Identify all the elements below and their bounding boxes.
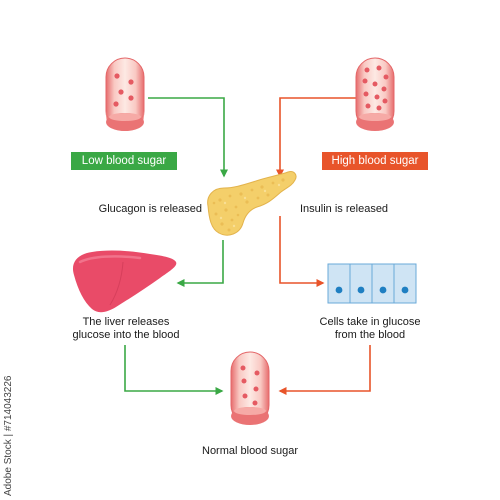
low-blood-sugar-badge-bg [71, 152, 177, 170]
blood-vessel-icon [105, 57, 145, 131]
arrow-low-to-pancreas [148, 97, 228, 178]
arrow-pancreas-to-cells [279, 216, 325, 287]
stock-watermark: Adobe Stock | #714043226 [3, 375, 14, 496]
pancreas-icon [207, 171, 297, 236]
arrow-liver-to-normal [124, 345, 224, 395]
blood-vessel-icon [355, 57, 395, 131]
cells-caption-line1: Cells take in glucose [319, 316, 421, 328]
glucagon-label: Glucagon is released [98, 203, 202, 215]
high-blood-sugar-badge-bg [322, 152, 428, 170]
cells-caption-line2: from the blood [334, 329, 406, 341]
liver-caption-line2: glucose into the blood [72, 329, 180, 341]
arrow-pancreas-to-liver [176, 240, 224, 287]
arrow-high-to-pancreas [276, 97, 356, 178]
normal-blood-sugar-label: Normal blood sugar [202, 445, 298, 457]
liver-caption-line1: The liver releases [82, 316, 170, 328]
insulin-label: Insulin is released [300, 203, 389, 215]
liver-caption: The liver releases glucose into the bloo… [56, 316, 196, 342]
cells-caption: Cells take in glucose from the blood [302, 316, 438, 342]
arrow-cells-to-normal [278, 345, 371, 395]
cells-icon [327, 263, 417, 304]
low-blood-sugar-badge: Low blood sugar [81, 155, 167, 167]
high-blood-sugar-badge: High blood sugar [331, 155, 419, 167]
liver-icon [72, 250, 177, 313]
blood-vessel-icon [230, 351, 270, 425]
